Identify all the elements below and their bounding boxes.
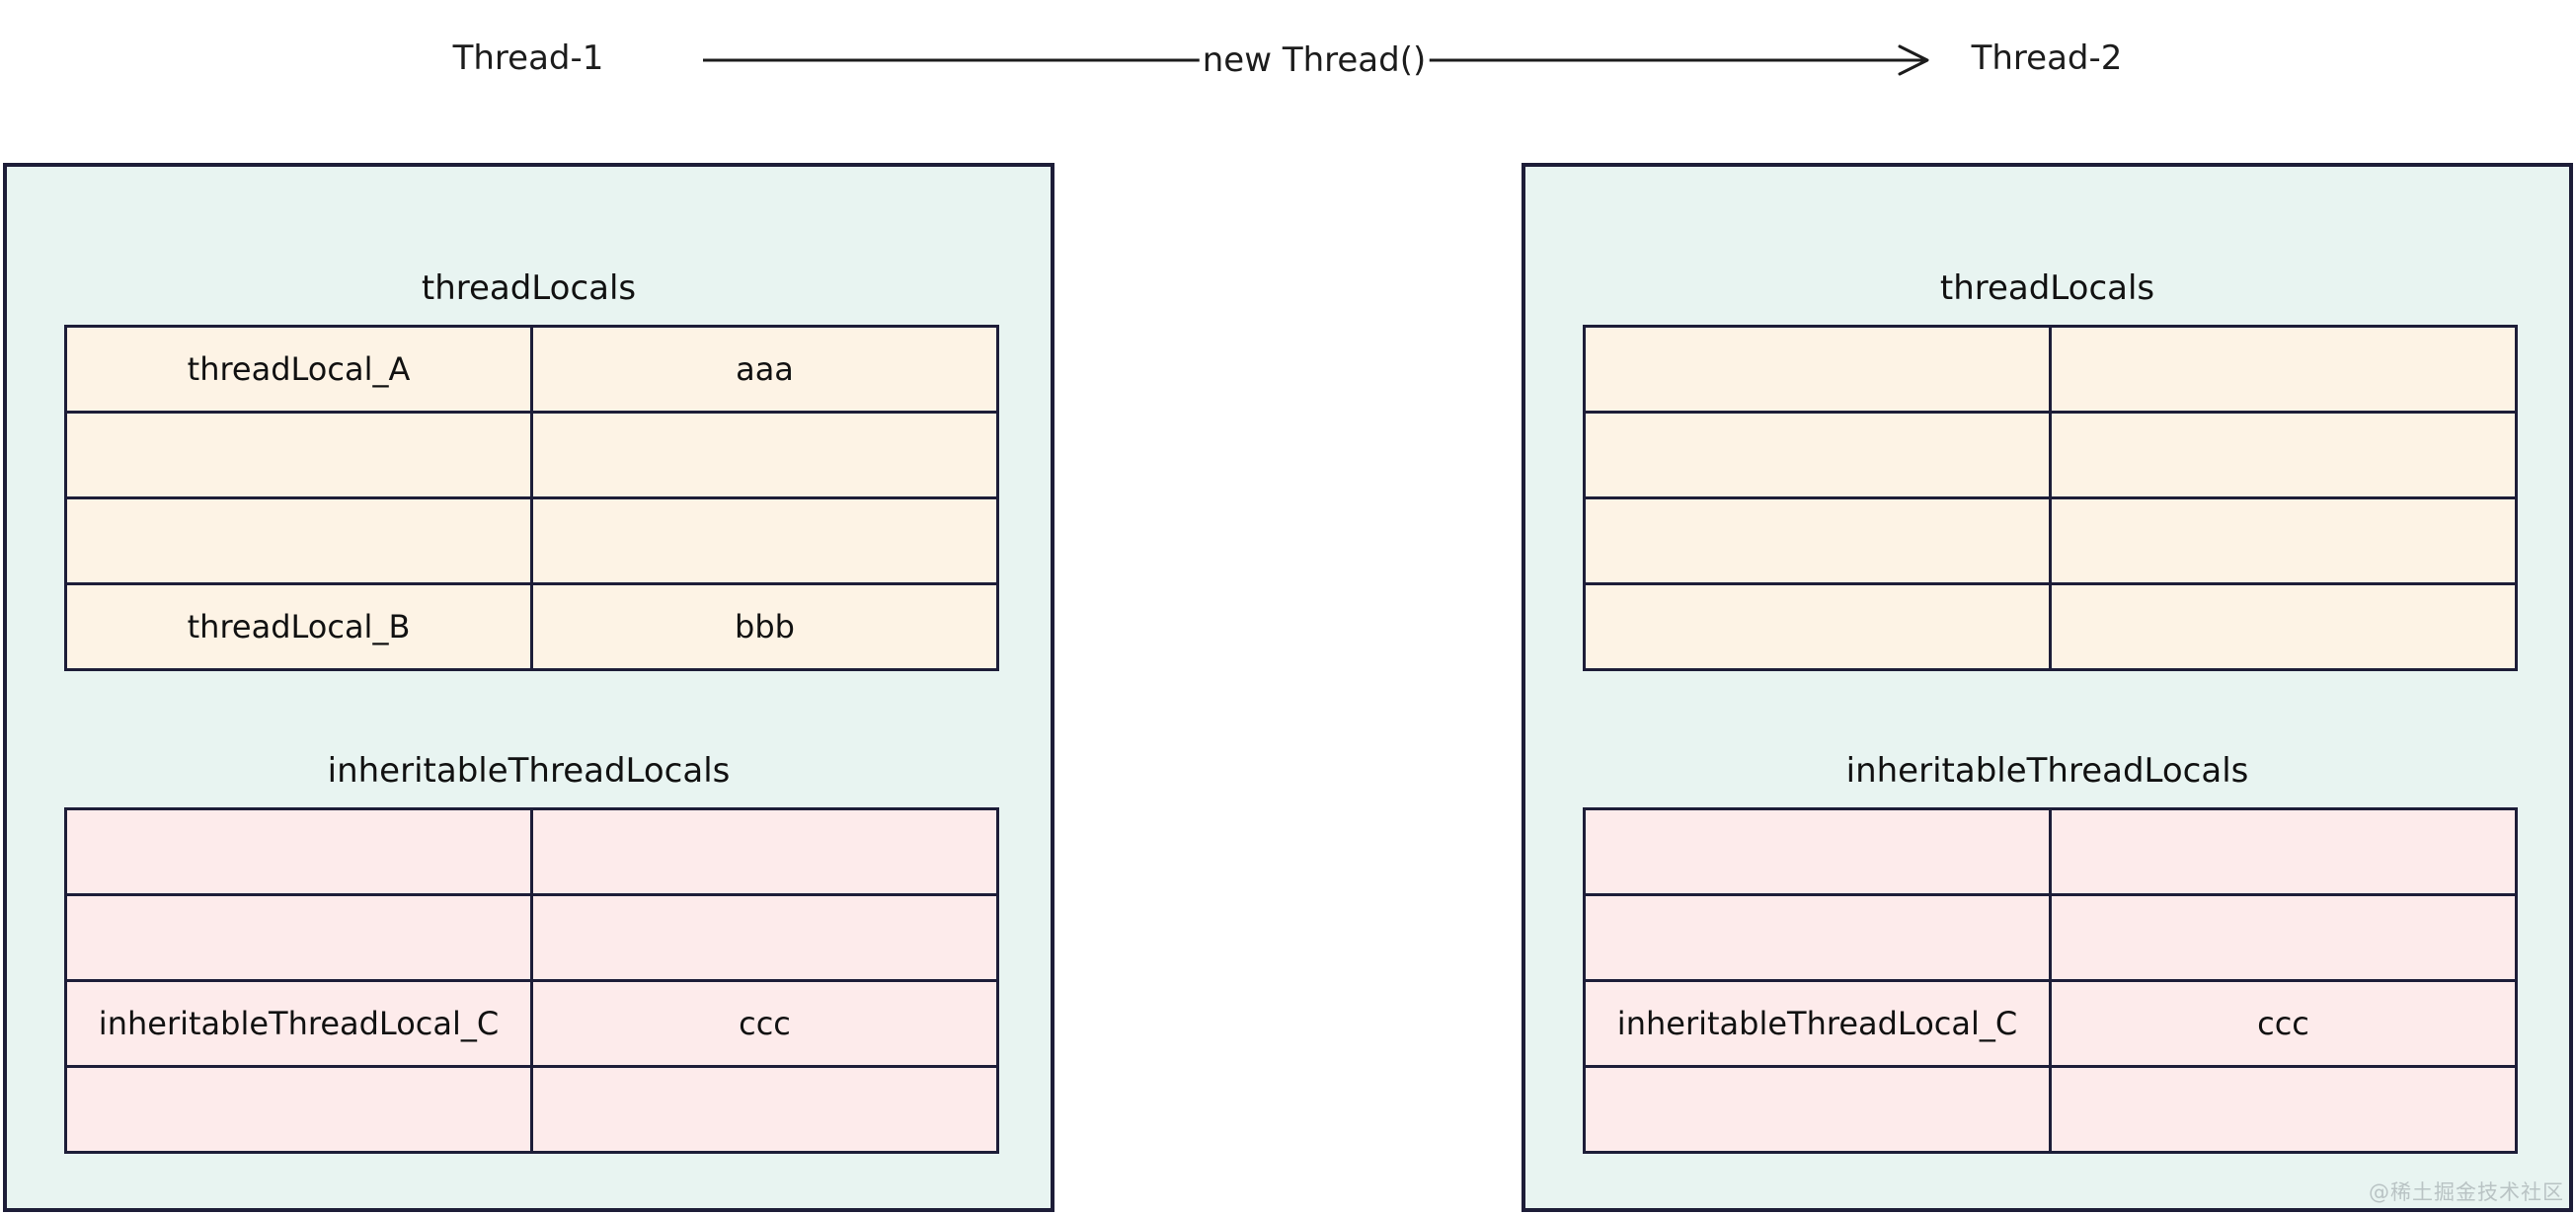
table-cell-value [2052, 499, 2515, 582]
table-cell-key [1586, 585, 2049, 668]
table-cell-key [67, 414, 530, 496]
thread1-inheritablethreadlocals-title: inheritableThreadLocals [327, 751, 731, 791]
table-cell-key: threadLocal_A [67, 328, 530, 411]
thread2-title: Thread-2 [1971, 38, 2123, 78]
thread1-inheritablethreadlocals-table: inheritableThreadLocal_C ccc [64, 807, 999, 1154]
table-cell-key [67, 810, 530, 893]
thread1-threadlocals-title: threadLocals [421, 268, 637, 308]
thread2-threadlocals-table [1583, 325, 2518, 671]
thread2-inheritablethreadlocals-title: inheritableThreadLocals [1845, 751, 2249, 791]
table-cell-value [2052, 414, 2515, 496]
table-cell-value [2052, 896, 2515, 979]
thread2-threadlocals-title: threadLocals [1939, 268, 2155, 308]
table-cell-value [2052, 328, 2515, 411]
table-cell-key [1586, 810, 2049, 893]
table-cell-value [533, 414, 996, 496]
table-cell-key [1586, 896, 2049, 979]
table-cell-value: ccc [2052, 982, 2515, 1065]
watermark: @稀土掘金技术社区 [2369, 1180, 2564, 1204]
table-cell-key [67, 1068, 530, 1151]
thread1-title: Thread-1 [452, 38, 604, 78]
table-cell-value [533, 810, 996, 893]
table-cell-key: threadLocal_B [67, 585, 530, 668]
table-cell-key: inheritableThreadLocal_C [1586, 982, 2049, 1065]
thread2-inheritablethreadlocals-table: inheritableThreadLocal_C ccc [1583, 807, 2518, 1154]
table-cell-value [2052, 1068, 2515, 1151]
table-cell-value [2052, 810, 2515, 893]
table-cell-value: bbb [533, 585, 996, 668]
table-cell-key [1586, 414, 2049, 496]
table-cell-key [67, 896, 530, 979]
table-cell-key [1586, 328, 2049, 411]
thread1-threadlocals-table: threadLocal_A aaa threadLocal_B bbb [64, 325, 999, 671]
table-cell-value: ccc [533, 982, 996, 1065]
table-cell-key [1586, 499, 2049, 582]
table-cell-value: aaa [533, 328, 996, 411]
thread2-box: threadLocals inheritableThreadLocals inh… [1522, 163, 2573, 1212]
table-cell-key [67, 499, 530, 582]
table-cell-value [533, 1068, 996, 1151]
table-cell-value [2052, 585, 2515, 668]
table-cell-key: inheritableThreadLocal_C [67, 982, 530, 1065]
table-cell-value [533, 896, 996, 979]
table-cell-value [533, 499, 996, 582]
table-cell-key [1586, 1068, 2049, 1151]
thread1-box: threadLocals threadLocal_A aaa threadLoc… [3, 163, 1054, 1212]
arrowhead-icon [1898, 44, 1929, 76]
arrow-label: new Thread() [1199, 40, 1430, 80]
